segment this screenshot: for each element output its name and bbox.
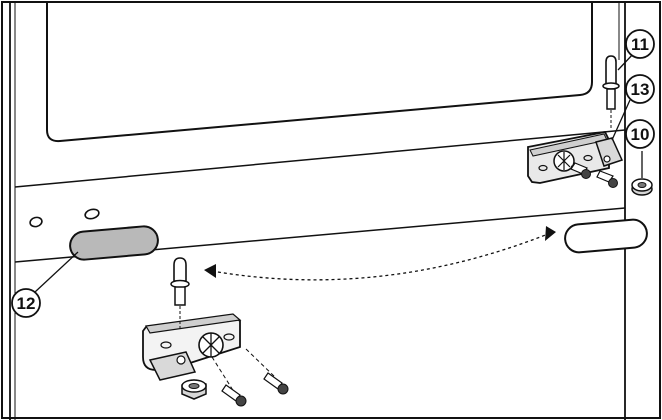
callout-12-label: 12 (17, 294, 36, 313)
door-window (46, 2, 593, 143)
upper-screws (570, 162, 618, 188)
callout-leaders (34, 52, 643, 293)
callout-11: 11 (625, 29, 655, 59)
callout-13: 13 (625, 74, 655, 104)
lower-hinge-bracket (142, 313, 242, 381)
handle-slot-target (564, 218, 648, 254)
move-arrow (204, 226, 556, 281)
lower-screws (211, 348, 289, 407)
callout-13-label: 13 (631, 80, 650, 99)
hinge-pin-upper (602, 55, 620, 130)
nut-upper (631, 178, 653, 196)
callout-10-label: 10 (631, 125, 650, 144)
callout-12: 12 (11, 288, 41, 318)
callout-11-label: 11 (631, 35, 649, 54)
callout-10: 10 (625, 119, 655, 149)
handle-slot-filled (69, 225, 159, 261)
hinge-pin-lower (170, 257, 190, 330)
mounting-holes (29, 208, 100, 228)
nut-lower (181, 379, 207, 400)
upper-hinge-bracket (527, 130, 624, 184)
